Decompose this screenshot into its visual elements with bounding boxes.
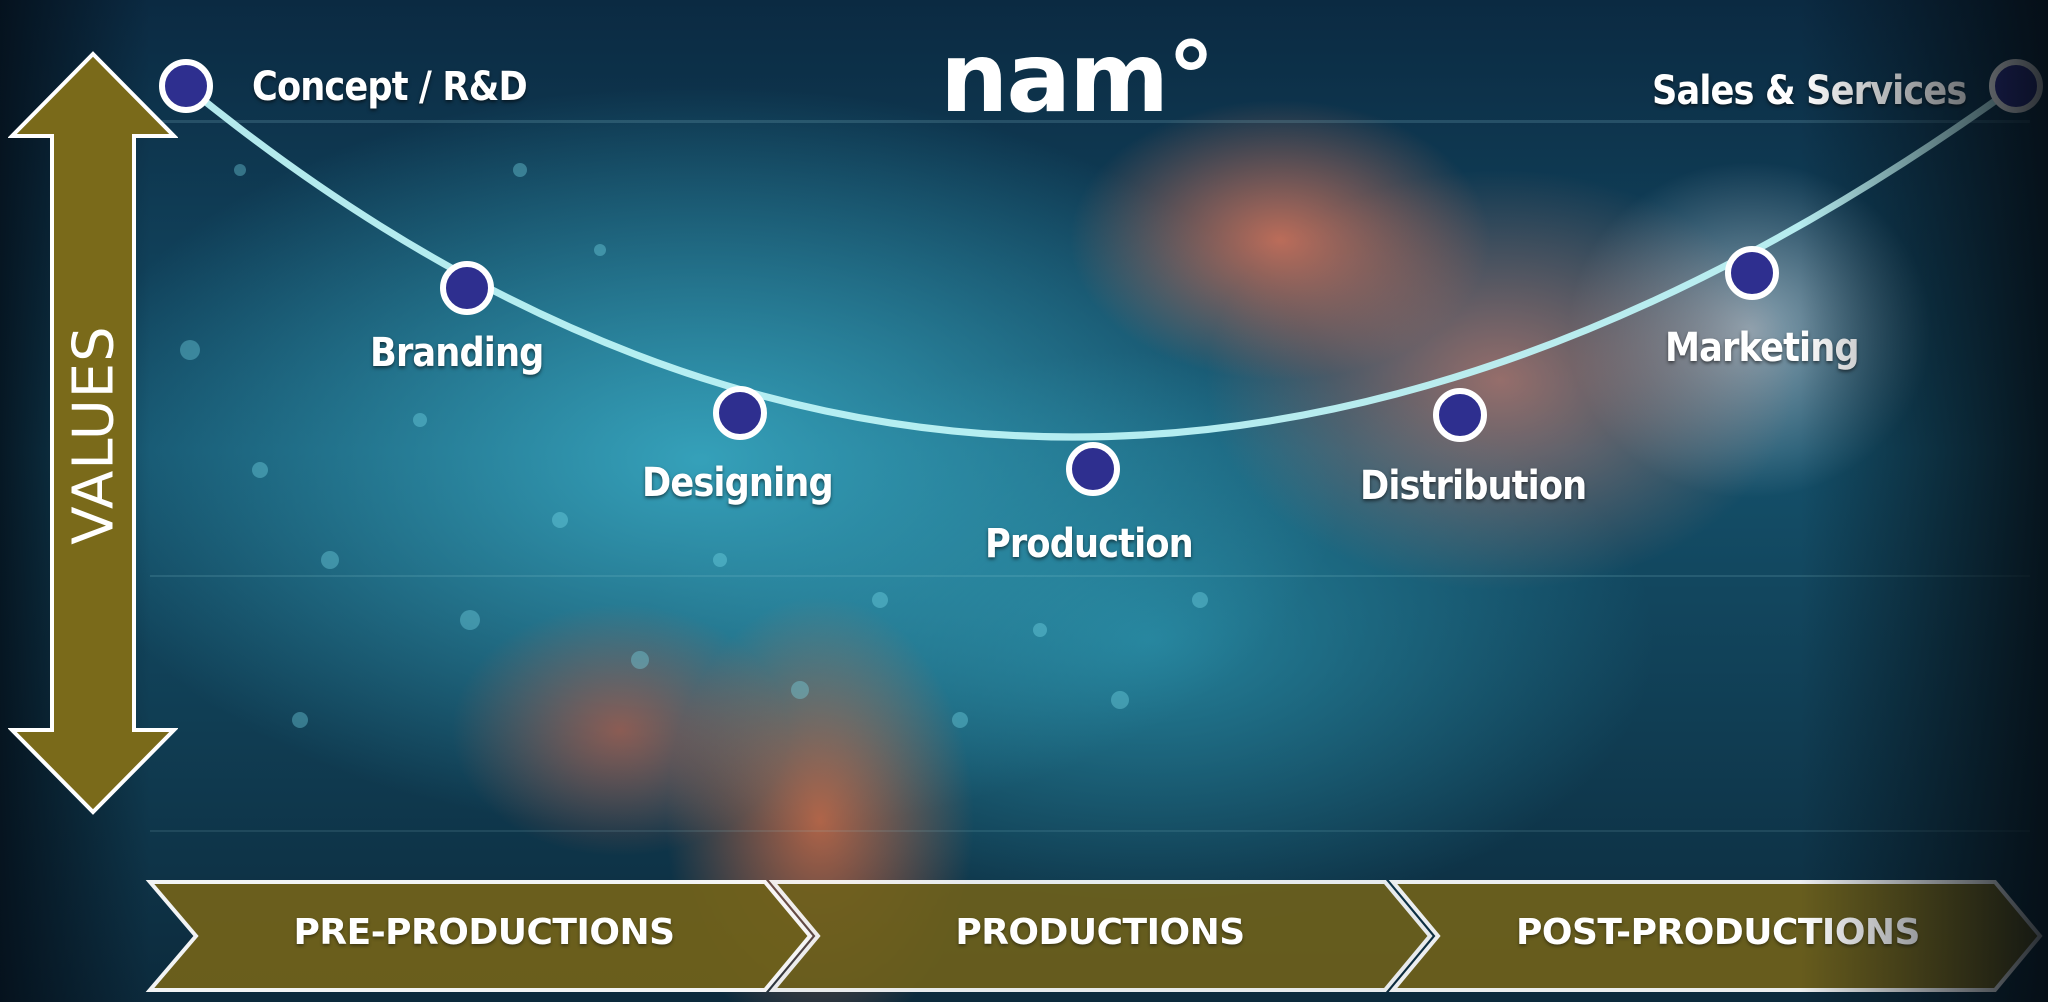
node-dot-distribution (1433, 388, 1487, 442)
node-label-marketing: Marketing (1665, 325, 1860, 371)
node-label-distribution: Distribution (1360, 463, 1587, 509)
phase-arrow-pre (145, 880, 813, 992)
node-label-production: Production (985, 521, 1194, 567)
node-dot-concept (159, 59, 213, 113)
node-label-concept: Concept / R&D (252, 64, 528, 110)
nam-logo: nam° (940, 22, 1215, 134)
node-dot-branding (440, 261, 494, 315)
phase-label-post: POST-PRODUCTIONS (1516, 912, 1920, 953)
node-dot-marketing (1725, 246, 1779, 300)
node-dot-designing (713, 386, 767, 440)
values-double-arrow (8, 51, 178, 815)
phase-label-pre: PRE-PRODUCTIONS (293, 912, 676, 953)
phase-arrow-production (768, 880, 1433, 992)
node-dot-sales-services (1989, 59, 2043, 113)
node-label-designing: Designing (642, 460, 834, 506)
node-label-sales-services: Sales & Services (1652, 68, 1967, 114)
node-label-branding: Branding (370, 330, 544, 376)
values-axis-label: VALUES (61, 325, 127, 545)
phase-label-production: PRODUCTIONS (955, 912, 1245, 953)
node-dot-production (1066, 442, 1120, 496)
